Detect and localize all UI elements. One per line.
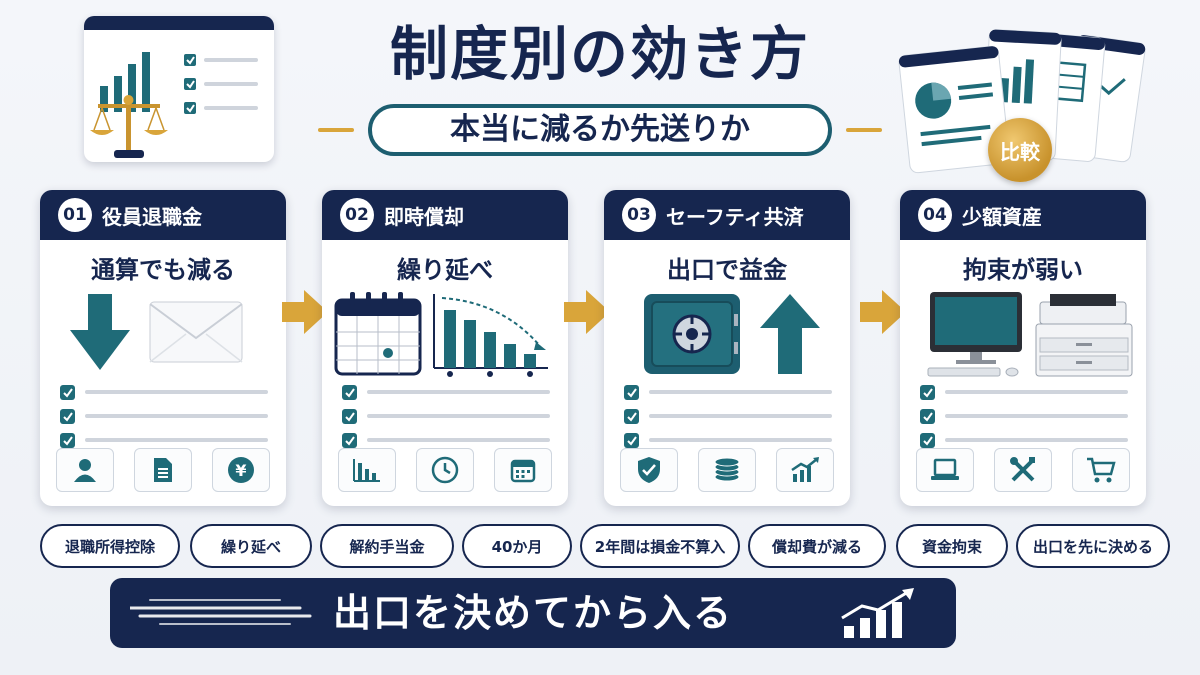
step-number: 04	[918, 198, 952, 232]
tag-pill: 繰り延べ	[190, 524, 312, 568]
check-icon	[342, 384, 357, 400]
step-card-1: 01 役員退職金 通算でも減る ¥	[40, 190, 286, 506]
checklist	[322, 380, 568, 452]
compare-badge-label: 比較	[1000, 139, 1040, 164]
growth-chart-icon	[841, 588, 914, 638]
person-icon	[56, 448, 114, 492]
arrow-right-icon	[564, 290, 610, 334]
step-illustration	[40, 288, 286, 380]
down-arrow-icon	[70, 294, 130, 370]
step-header: 04 少額資産	[900, 190, 1146, 240]
svg-text:¥: ¥	[235, 461, 246, 480]
step-title: セーフティ共済	[666, 204, 804, 229]
up-arrow-icon	[760, 294, 820, 374]
check-icon	[920, 432, 935, 448]
icon-row: ¥	[56, 448, 270, 494]
step-number: 02	[340, 198, 374, 232]
check-icon	[60, 384, 75, 400]
tag-pill: 償却費が減る	[748, 524, 886, 568]
tag-pill: 解約手当金	[320, 524, 454, 568]
tag-pill: 2年間は損金不算入	[580, 524, 740, 568]
step-subtitle: 繰り延べ	[397, 256, 493, 284]
shield-check-icon	[620, 448, 678, 492]
step-subtitle: 出口で益金	[667, 256, 787, 284]
clock-icon	[416, 448, 474, 492]
title-dash-right	[846, 128, 882, 132]
desktop-computer-icon	[927, 292, 1022, 377]
trend-up-icon	[776, 448, 834, 492]
scales-icon	[90, 95, 168, 158]
page-subtitle: 本当に減るか先送りか	[368, 104, 832, 156]
step-subtitle: 拘束が弱い	[963, 256, 1083, 284]
icon-row	[620, 448, 834, 494]
bar-chart-icon	[338, 448, 396, 492]
printer-icon	[1035, 294, 1133, 377]
report-bars-icon	[100, 52, 258, 114]
speed-lines-icon	[130, 599, 312, 625]
laptop-icon	[916, 448, 974, 492]
calendar-icon	[334, 292, 422, 376]
check-icon	[60, 408, 75, 424]
calendar-icon	[494, 448, 552, 492]
step-subtitle: 通算でも減る	[91, 256, 235, 284]
arrow-right-icon	[282, 290, 328, 334]
page-title: 制度別の効き方	[389, 20, 810, 88]
cart-icon	[1072, 448, 1130, 492]
bottom-banner: 出口を決めてから入る	[110, 578, 956, 648]
check-icon	[342, 432, 357, 448]
step-header: 02 即時償却	[322, 190, 568, 240]
tag-pill: 40か月	[462, 524, 572, 568]
tag-pill: 資金拘束	[896, 524, 1008, 568]
step-card-4: 04 少額資産 拘束が弱い	[900, 190, 1146, 506]
checklist	[900, 380, 1146, 452]
check-icon	[60, 432, 75, 448]
tools-icon	[994, 448, 1052, 492]
check-icon	[920, 408, 935, 424]
arrow-right-icon	[860, 290, 906, 334]
step-illustration	[900, 288, 1146, 380]
document-icon	[134, 448, 192, 492]
checklist	[604, 380, 850, 452]
step-illustration	[322, 288, 568, 380]
check-icon	[624, 384, 639, 400]
title-dash-left	[318, 128, 354, 132]
step-card-3: 03 セーフティ共済 出口で益金	[604, 190, 850, 506]
compare-badge: 比較	[988, 118, 1052, 182]
step-title: 役員退職金	[102, 204, 202, 229]
yen-icon: ¥	[212, 448, 270, 492]
envelope-icon	[149, 301, 243, 363]
check-icon	[624, 432, 639, 448]
step-card-2: 02 即時償却 繰り延べ	[322, 190, 568, 506]
check-icon	[624, 408, 639, 424]
coins-icon	[698, 448, 756, 492]
step-number: 01	[58, 198, 92, 232]
step-title: 少額資産	[962, 204, 1042, 229]
step-title: 即時償却	[384, 204, 464, 229]
tag-pill: 出口を先に決める	[1016, 524, 1170, 568]
step-number: 03	[622, 198, 656, 232]
declining-bar-chart-icon	[433, 294, 548, 377]
documents-illustration: 比較	[890, 18, 1150, 188]
bottom-banner-text: 出口を決めてから入る	[332, 591, 733, 635]
checklist	[40, 380, 286, 452]
check-icon	[920, 384, 935, 400]
tag-pill: 退職所得控除	[40, 524, 180, 568]
icon-row	[916, 448, 1130, 494]
check-icon	[342, 408, 357, 424]
report-illustration	[84, 16, 274, 162]
step-illustration	[604, 288, 850, 380]
icon-row	[338, 448, 552, 494]
step-header: 03 セーフティ共済	[604, 190, 850, 240]
step-header: 01 役員退職金	[40, 190, 286, 240]
safe-icon	[644, 294, 740, 374]
